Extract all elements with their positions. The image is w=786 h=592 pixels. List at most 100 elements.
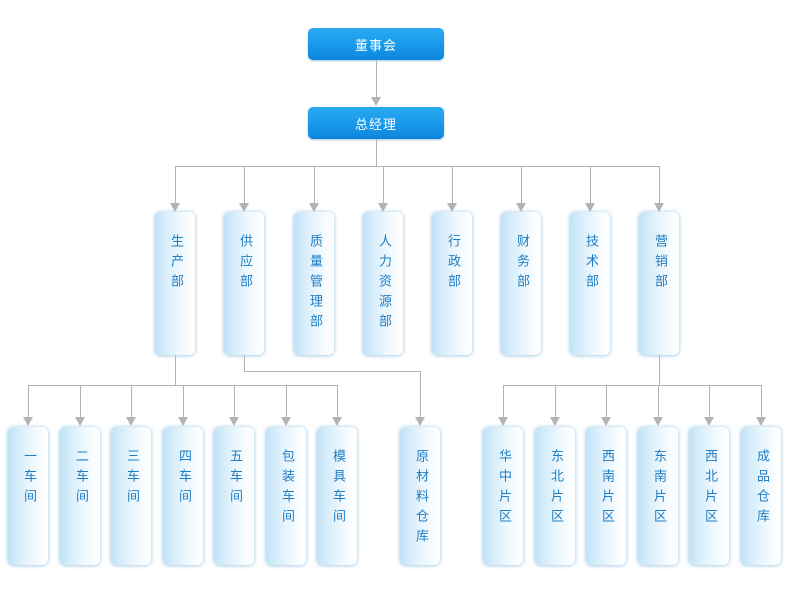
node-region-southeast-label: 东南片区 (651, 449, 666, 529)
node-department-supply-label: 供应部 (237, 234, 252, 294)
node-finished-goods-warehouse-label: 成品仓库 (754, 449, 769, 529)
node-department-marketing-label: 营销部 (652, 234, 667, 294)
node-raw-material-warehouse-label: 原材料仓库 (413, 449, 428, 549)
arrow-region-5 (704, 417, 714, 426)
connector-drop-finished-warehouse (761, 385, 762, 417)
connector-drop-region-2 (555, 385, 556, 417)
node-department-marketing[interactable]: 营销部 (639, 212, 679, 355)
node-region-southwest[interactable]: 西南片区 (586, 427, 626, 565)
connector-drop-workshop-3 (131, 385, 132, 417)
connector-drop-workshop-5 (234, 385, 235, 417)
connector-drop-workshop-4 (183, 385, 184, 417)
connector-drop-workshop-2 (80, 385, 81, 417)
node-region-northwest-label: 西北片区 (702, 449, 717, 529)
connector-drop-dept-6 (521, 166, 522, 203)
node-board-of-directors[interactable]: 董事会 (308, 28, 444, 60)
node-region-central-china-label: 华中片区 (496, 449, 511, 529)
node-workshop-3[interactable]: 三车间 (111, 427, 151, 565)
arrow-dept-5 (447, 203, 457, 212)
arrow-workshop-5 (229, 417, 239, 426)
node-mold-workshop[interactable]: 模具车间 (317, 427, 357, 565)
connector-board-to-manager (376, 60, 377, 97)
connector-drop-region-3 (606, 385, 607, 417)
arrow-dept-8 (654, 203, 664, 212)
arrow-raw-warehouse (415, 417, 425, 426)
arrow-dept-7 (585, 203, 595, 212)
node-workshop-2[interactable]: 二车间 (60, 427, 100, 565)
node-department-administration-label: 行政部 (445, 234, 460, 294)
connector-supply-stem (244, 355, 245, 371)
connector-drop-raw-warehouse (420, 371, 421, 417)
node-region-southeast[interactable]: 东南片区 (638, 427, 678, 565)
node-region-central-china[interactable]: 华中片区 (483, 427, 523, 565)
node-region-northeast[interactable]: 东北片区 (535, 427, 575, 565)
node-mold-workshop-label: 模具车间 (330, 449, 345, 529)
connector-drop-dept-1 (175, 166, 176, 203)
connector-drop-region-4 (658, 385, 659, 417)
connector-department-bus (175, 166, 660, 167)
node-workshop-5-label: 五车间 (227, 449, 242, 509)
node-general-manager[interactable]: 总经理 (308, 107, 444, 139)
connector-drop-dept-7 (590, 166, 591, 203)
arrow-workshop-2 (75, 417, 85, 426)
node-department-administration[interactable]: 行政部 (432, 212, 472, 355)
node-department-quality[interactable]: 质量管理部 (294, 212, 334, 355)
node-finished-goods-warehouse[interactable]: 成品仓库 (741, 427, 781, 565)
node-packaging-workshop[interactable]: 包装车间 (266, 427, 306, 565)
node-department-production[interactable]: 生产部 (155, 212, 195, 355)
arrow-mold (332, 417, 342, 426)
arrow-workshop-1 (23, 417, 33, 426)
node-workshop-4[interactable]: 四车间 (163, 427, 203, 565)
arrow-workshop-3 (126, 417, 136, 426)
node-general-manager-label: 总经理 (354, 117, 397, 133)
node-department-supply[interactable]: 供应部 (224, 212, 264, 355)
node-department-finance-label: 财务部 (514, 234, 529, 294)
node-workshop-1-label: 一车间 (21, 449, 36, 509)
node-department-finance[interactable]: 财务部 (501, 212, 541, 355)
connector-drop-dept-5 (452, 166, 453, 203)
connector-drop-dept-8 (659, 166, 660, 203)
arrow-dept-2 (239, 203, 249, 212)
connector-marketing-stem (659, 355, 660, 385)
arrow-packaging (281, 417, 291, 426)
connector-drop-packaging (286, 385, 287, 417)
node-packaging-workshop-label: 包装车间 (279, 449, 294, 529)
connector-drop-region-5 (709, 385, 710, 417)
connector-drop-mold (337, 385, 338, 417)
arrow-region-4 (653, 417, 663, 426)
connector-manager-stem (376, 139, 377, 166)
node-department-technology[interactable]: 技术部 (570, 212, 610, 355)
arrow-dept-3 (309, 203, 319, 212)
node-workshop-1[interactable]: 一车间 (8, 427, 48, 565)
node-region-northeast-label: 东北片区 (548, 449, 563, 529)
arrow-workshop-4 (178, 417, 188, 426)
arrow-region-2 (550, 417, 560, 426)
node-workshop-3-label: 三车间 (124, 449, 139, 509)
node-workshop-4-label: 四车间 (176, 449, 191, 509)
node-board-of-directors-label: 董事会 (354, 38, 397, 54)
node-region-southwest-label: 西南片区 (599, 449, 614, 529)
connector-drop-dept-2 (244, 166, 245, 203)
arrow-finished-warehouse (756, 417, 766, 426)
arrow-dept-6 (516, 203, 526, 212)
connector-drop-dept-3 (314, 166, 315, 203)
connector-drop-region-1 (503, 385, 504, 417)
node-workshop-5[interactable]: 五车间 (214, 427, 254, 565)
node-department-production-label: 生产部 (168, 234, 183, 294)
arrow-region-3 (601, 417, 611, 426)
connector-supply-elbow (244, 371, 421, 372)
node-workshop-2-label: 二车间 (73, 449, 88, 509)
connector-production-stem (175, 355, 176, 385)
node-department-quality-label: 质量管理部 (307, 234, 322, 334)
node-department-technology-label: 技术部 (583, 234, 598, 294)
connector-marketing-bus (503, 385, 761, 386)
connector-drop-workshop-1 (28, 385, 29, 417)
node-raw-material-warehouse[interactable]: 原材料仓库 (400, 427, 440, 565)
connector-drop-dept-4 (383, 166, 384, 203)
node-department-hr[interactable]: 人力资源部 (363, 212, 403, 355)
arrow-dept-1 (170, 203, 180, 212)
node-region-northwest[interactable]: 西北片区 (689, 427, 729, 565)
arrow-dept-4 (378, 203, 388, 212)
node-department-hr-label: 人力资源部 (376, 234, 391, 334)
